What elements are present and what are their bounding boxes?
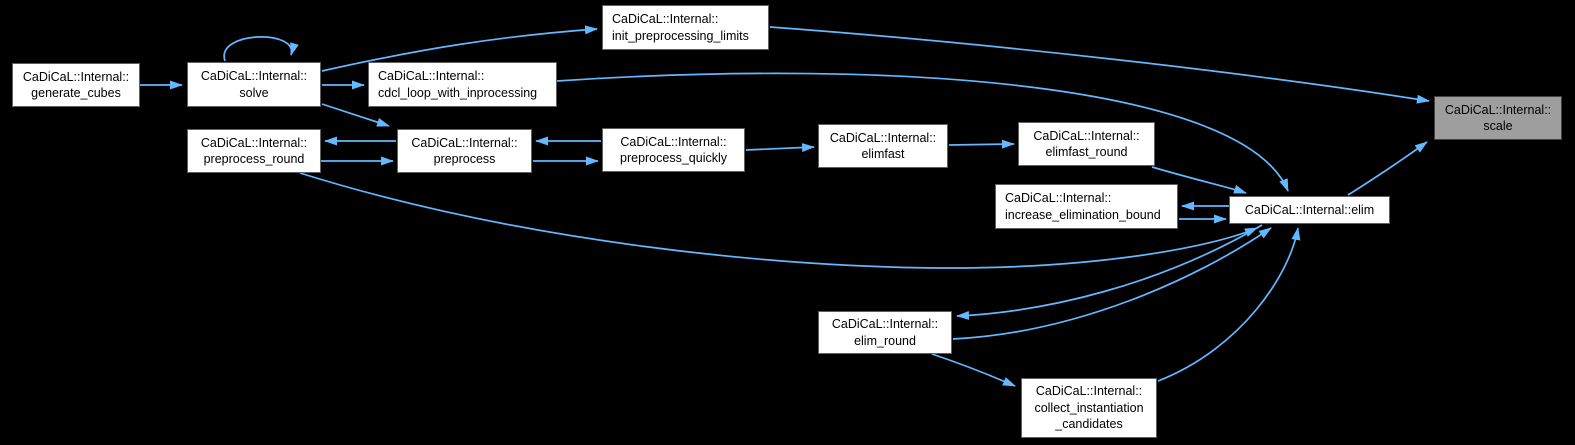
node-elimfast-round[interactable]: CaDiCaL::Internal:: elimfast_round <box>1018 122 1155 166</box>
node-label-line: scale <box>1483 119 1513 133</box>
node-preprocess-quickly[interactable]: CaDiCaL::Internal:: preprocess_quickly <box>602 128 745 172</box>
node-preprocess-round[interactable]: CaDiCaL::Internal:: preprocess_round <box>187 129 321 173</box>
node-label-line: elimfast <box>861 147 905 161</box>
edge-collect-instantiation-candidates-to-elim <box>1157 227 1301 382</box>
node-label-line: preprocess <box>433 152 496 166</box>
node-solve[interactable]: CaDiCaL::Internal:: solve <box>187 62 321 107</box>
edge-preprocess-quickly-to-elimfast <box>745 143 815 153</box>
node-label-line: increase_elimination_bound <box>1005 207 1161 222</box>
node-label-line: CaDiCaL::Internal:: <box>620 134 727 149</box>
edge-elim-to-scale <box>1347 141 1428 196</box>
edge-init-preprocessing-limits-to-scale <box>769 26 1430 104</box>
node-preprocess[interactable]: CaDiCaL::Internal:: preprocess <box>397 129 532 173</box>
node-cdcl-loop-with-inprocessing[interactable]: CaDiCaL::Internal:: cdcl_loop_with_inpro… <box>368 62 557 107</box>
node-elimfast[interactable]: CaDiCaL::Internal:: elimfast <box>818 124 948 168</box>
edge-elim-to-elim-round <box>956 224 1263 320</box>
node-label-line: CaDiCaL::Internal:: <box>829 130 937 145</box>
node-init-preprocessing-limits[interactable]: CaDiCaL::Internal:: init_preprocessing_l… <box>602 5 769 50</box>
node-label-line: generate_cubes <box>31 86 121 100</box>
node-increase-elimination-bound[interactable]: CaDiCaL::Internal:: increase_elimination… <box>995 184 1178 229</box>
node-collect-instantiation-candidates[interactable]: CaDiCaL::Internal:: collect_instantiatio… <box>1021 378 1157 438</box>
node-label-line: cdcl_loop_with_inprocessing <box>378 85 538 100</box>
edge-cdcl-loop-to-elim <box>556 72 1289 192</box>
node-label-line: CaDiCaL::Internal:: <box>411 135 518 150</box>
node-label-line: CaDiCaL::Internal:: <box>22 69 130 84</box>
node-elim[interactable]: CaDiCaL::Internal::elim <box>1229 196 1390 224</box>
node-label-line: CaDiCaL::Internal:: <box>612 12 719 26</box>
node-label-line: CaDiCaL::Internal:: <box>200 135 308 150</box>
node-label-line: elim_round <box>854 333 916 348</box>
edge-solve-to-init-preprocessing-limits <box>321 25 598 72</box>
node-label-line: CaDiCaL::Internal:: <box>1005 191 1112 205</box>
node-generate-cubes[interactable]: CaDiCaL::Internal:: generate_cubes <box>12 63 140 107</box>
node-label-line: CaDiCaL::Internal:: <box>378 69 485 83</box>
edge-solve-self-loop <box>223 36 299 62</box>
node-label-line: solve <box>239 85 269 100</box>
node-elim-round[interactable]: CaDiCaL::Internal:: elim_round <box>818 311 952 354</box>
node-label-line: _candidates <box>1055 417 1123 432</box>
node-label-line: init_preprocessing_limits <box>612 28 749 43</box>
node-label-line: CaDiCaL::Internal:: <box>831 317 939 331</box>
node-label-line: CaDiCaL::Internal:: <box>1033 128 1140 143</box>
node-label-line: CaDiCaL::Internal:: <box>200 69 308 83</box>
edge-preprocess-round-to-elim <box>299 172 1258 269</box>
edge-elimfast-round-to-elim <box>1151 166 1247 194</box>
node-label-line: CaDiCaL::Internal::elim <box>1244 202 1375 217</box>
node-label-line: elimfast_round <box>1045 145 1128 159</box>
node-label-line: CaDiCaL::Internal:: <box>1444 102 1552 117</box>
edge-elimfast-to-elimfast-round <box>948 139 1015 149</box>
node-scale-current: CaDiCaL::Internal:: scale <box>1434 96 1562 140</box>
node-label-line: preprocess_quickly <box>620 151 727 165</box>
node-label-line: preprocess_round <box>203 152 305 166</box>
edge-elim-round-to-elim <box>952 227 1272 340</box>
edge-solve-to-preprocess <box>321 103 390 127</box>
edge-elim-round-to-collect-instantiation-candidates <box>931 353 1016 387</box>
node-label-line: CaDiCaL::Internal:: <box>1035 384 1143 399</box>
node-label-line: collect_instantiation <box>1034 400 1144 415</box>
